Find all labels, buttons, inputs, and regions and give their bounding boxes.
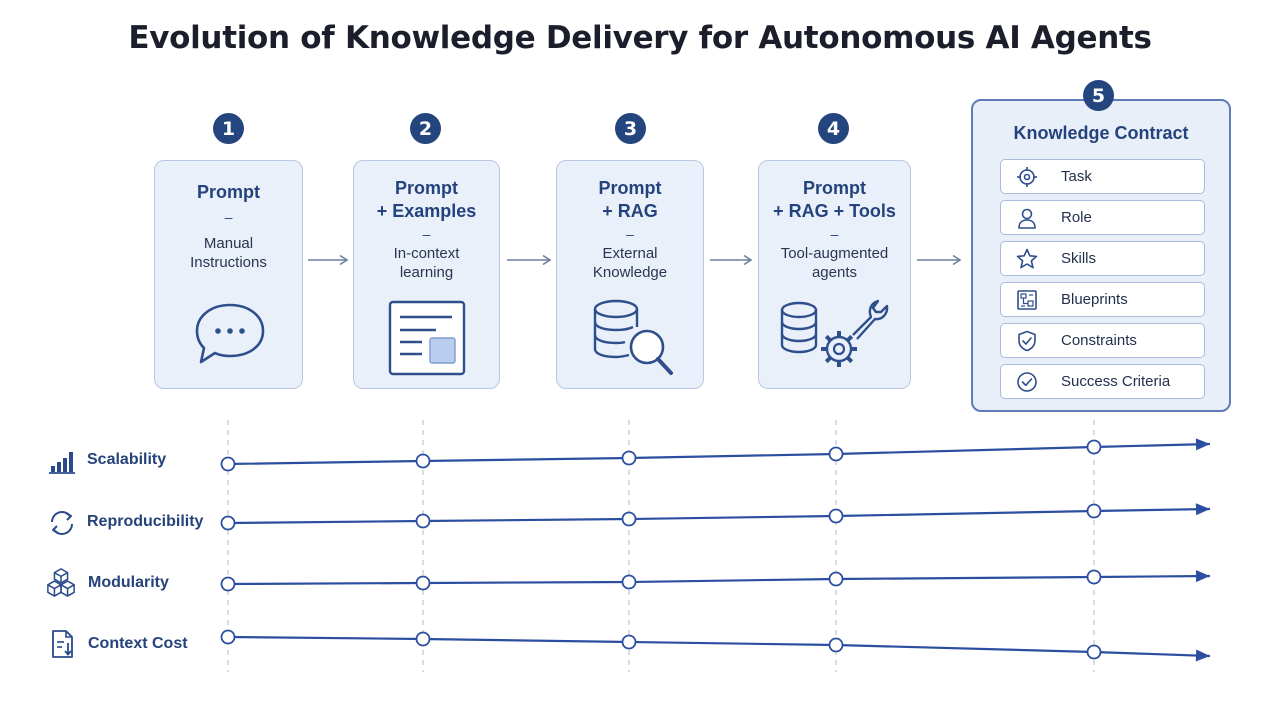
contract-item-blueprints: Blueprints <box>1000 282 1205 317</box>
contract-item-role: Role <box>1000 200 1205 235</box>
modularity-point-5 <box>1086 569 1102 585</box>
page-title: Evolution of Knowledge Delivery for Auto… <box>128 20 1152 56</box>
stage-1-badge: 1 <box>213 113 244 144</box>
person-icon <box>1018 208 1036 229</box>
reproducibility-point-1 <box>220 515 236 531</box>
modularity-point-2 <box>415 575 431 591</box>
star-icon <box>1016 248 1038 269</box>
context-cost-point-3 <box>621 634 637 650</box>
modularity-point-1 <box>220 576 236 592</box>
contract-item-constraints: Constraints <box>1000 323 1205 358</box>
reproducibility-arrowhead <box>1195 503 1210 516</box>
stage-2-desc-line-2: learning <box>399 264 454 281</box>
knowledge-contract-card: Knowledge Contract Task Role Skills <box>971 99 1231 412</box>
document-down-icon <box>52 630 73 658</box>
stage-3-separator: – <box>626 226 634 242</box>
contract-item-skills-label: Skills <box>1061 250 1097 267</box>
stage-2-separator: – <box>422 226 431 242</box>
modularity-arrowhead <box>1195 570 1210 583</box>
contract-item-skills: Skills <box>1000 241 1205 276</box>
reproducibility-point-5 <box>1086 503 1102 519</box>
modularity-point-3 <box>621 574 637 590</box>
stage-2-desc-line-1: In-context <box>393 245 460 262</box>
database-tools-icon <box>780 299 889 367</box>
scalability-point-5 <box>1086 439 1102 455</box>
contract-item-role-label: Role <box>1061 209 1092 226</box>
bar-chart-icon <box>49 452 75 474</box>
stage-4-desc-line-1: Tool-augmented <box>780 245 889 262</box>
context-cost-point-1 <box>220 629 236 645</box>
stage-3-desc-line-2: Knowledge <box>592 264 668 281</box>
blueprint-icon <box>1017 290 1037 310</box>
stage-2-title-line-1: Prompt <box>395 178 458 198</box>
scalability-arrowhead <box>1195 438 1210 451</box>
arrow-2-3 <box>507 254 552 266</box>
arrow-3-4 <box>710 254 753 266</box>
context-cost-arrowhead <box>1195 649 1210 662</box>
cubes-icon <box>47 568 75 597</box>
stage-4-badge: 4 <box>818 113 849 144</box>
modularity-trend-line <box>227 574 1211 586</box>
context-cost-point-5 <box>1086 644 1102 660</box>
contract-item-constraints-label: Constraints <box>1061 332 1137 349</box>
reproducibility-point-3 <box>621 511 637 527</box>
contract-item-success-criteria: Success Criteria <box>1000 364 1205 399</box>
knowledge-contract-title: Knowledge Contract <box>1013 123 1189 143</box>
metric-label-reproducibility: Reproducibility <box>87 513 204 530</box>
stage-2-badge: 2 <box>410 113 441 144</box>
stage-4-card: Prompt + RAG + Tools – Tool-augmented ag… <box>758 160 911 389</box>
metric-label-modularity: Modularity <box>88 574 169 591</box>
scalability-point-4 <box>828 446 844 462</box>
stage-3-title-line-1: Prompt <box>598 178 662 198</box>
modularity-point-4 <box>828 571 844 587</box>
stage-3-title-line-2: + RAG <box>602 201 658 221</box>
chat-bubble-icon <box>195 303 265 364</box>
arrow-1-2 <box>308 254 349 266</box>
stage-1-title: Prompt <box>197 182 260 202</box>
stage-3-desc-line-1: External <box>602 245 658 262</box>
stage-4-title-line-1: Prompt <box>803 178 866 198</box>
scalability-point-2 <box>415 453 431 469</box>
scalability-point-3 <box>621 450 637 466</box>
stage-5-badge: 5 <box>1083 80 1114 111</box>
stage-4-separator: – <box>830 226 839 242</box>
contract-item-success-criteria-label: Success Criteria <box>1061 373 1171 390</box>
context-cost-trend-line <box>227 635 1211 658</box>
contract-item-task: Task <box>1000 159 1205 194</box>
stage-1-desc-line-2: Instructions <box>190 254 267 271</box>
metric-label-context-cost: Context Cost <box>88 635 188 652</box>
stage-2-card: Prompt + Examples – In-context learning <box>353 160 500 389</box>
shield-check-icon <box>1018 330 1036 352</box>
stage-3-badge: 3 <box>615 113 646 144</box>
check-circle-icon <box>1017 372 1037 392</box>
context-cost-point-2 <box>415 631 431 647</box>
contract-item-blueprints-label: Blueprints <box>1061 291 1128 308</box>
target-icon <box>1017 167 1037 187</box>
stage-4-desc-line-2: agents <box>811 264 858 281</box>
scalability-trend-line <box>227 442 1211 466</box>
document-icon <box>388 300 466 376</box>
database-search-icon <box>593 299 673 375</box>
refresh-icon <box>51 511 73 535</box>
reproducibility-point-4 <box>828 508 844 524</box>
reproducibility-trend-line <box>227 507 1211 525</box>
stage-1-desc-line-1: Manual <box>203 235 254 252</box>
metric-label-scalability: Scalability <box>87 451 167 468</box>
arrow-4-5 <box>917 254 962 266</box>
context-cost-point-4 <box>828 637 844 653</box>
stage-3-card: Prompt + RAG – External Knowledge <box>556 160 704 389</box>
scalability-point-1 <box>220 456 236 472</box>
reproducibility-point-2 <box>415 513 431 529</box>
stage-1-separator: – <box>224 209 233 225</box>
stage-2-title-line-2: + Examples <box>376 201 477 221</box>
stage-1-card: Prompt – Manual Instructions <box>154 160 303 389</box>
stage-4-title-line-2: + RAG + Tools <box>773 201 896 221</box>
contract-item-task-label: Task <box>1061 168 1092 185</box>
